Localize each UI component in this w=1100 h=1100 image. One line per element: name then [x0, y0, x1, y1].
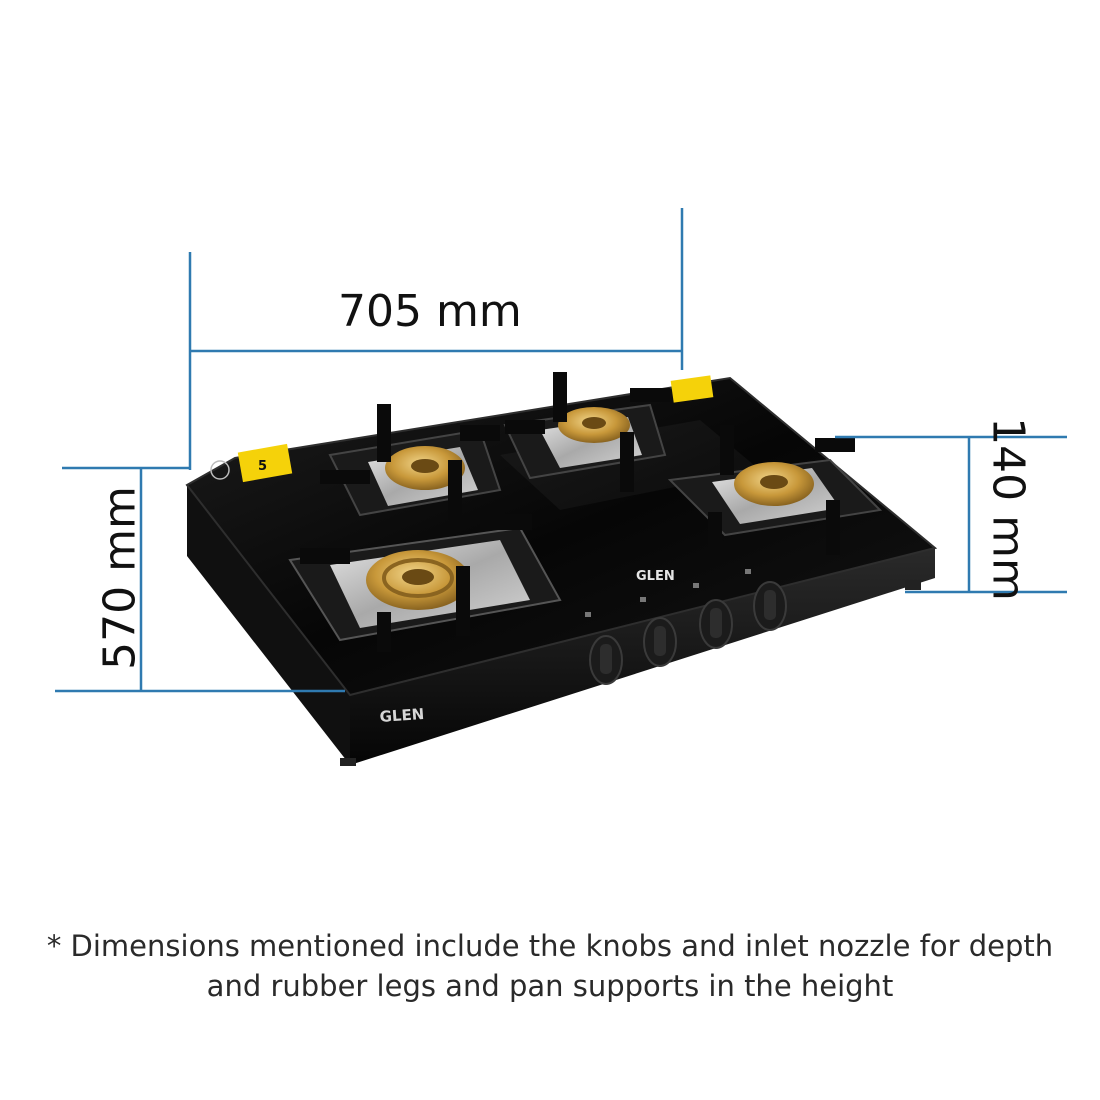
pan-support [448, 460, 462, 520]
burner-back-middle [503, 372, 670, 492]
pan-support [320, 470, 370, 484]
pan-support [505, 420, 545, 434]
burner-front-left [288, 514, 562, 652]
pan-support [620, 432, 634, 492]
cooktop: 5 [185, 372, 938, 766]
dimension-lines [55, 208, 1067, 693]
info-label [670, 375, 714, 403]
pan-support [377, 404, 391, 462]
pan-support [480, 514, 532, 530]
footnote-line-1: * Dimensions mentioned include the knobs… [46, 929, 1054, 963]
pan-support [553, 372, 567, 422]
rubber-foot [905, 580, 921, 590]
control-knob-3[interactable] [699, 599, 733, 649]
pan-support [377, 612, 391, 652]
burner-hole [582, 417, 606, 429]
brand-logo-front: GLEN [379, 705, 425, 726]
height-dimension-label: 140 mm [982, 417, 1034, 601]
knob-marker [745, 569, 751, 574]
control-knob-2[interactable] [643, 617, 677, 667]
burner-hole [402, 569, 434, 585]
burner-hole [760, 475, 788, 489]
pan-support [460, 425, 500, 441]
safety-sticker [237, 443, 293, 483]
knob-marker [693, 583, 699, 588]
pan-support [630, 388, 670, 402]
pan-support [456, 566, 470, 636]
pan-support [708, 512, 722, 560]
rubber-foot [340, 758, 356, 766]
front-panel [350, 548, 935, 765]
control-knob-4[interactable] [753, 581, 787, 631]
safety-sticker-number: 5 [258, 459, 267, 474]
pan-support [720, 425, 734, 475]
dimensions-footnote: * Dimensions mentioned include the knobs… [0, 926, 1100, 1006]
width-dimension-label: 705 mm [338, 286, 522, 337]
depth-dimension-label: 570 mm [94, 486, 146, 670]
brand-logo-top: GLEN [636, 569, 675, 584]
footnote-line-2: and rubber legs and pan supports in the … [206, 969, 894, 1003]
pan-support [815, 438, 855, 452]
pan-support [826, 500, 840, 555]
pan-support [300, 548, 350, 564]
knob-marker [585, 612, 591, 617]
front-panel [187, 485, 350, 765]
knob-marker [640, 597, 646, 602]
burner-ring [382, 558, 454, 598]
burner-hole [411, 459, 439, 473]
burner-front-right [667, 425, 883, 560]
burner-back-left [320, 404, 502, 520]
certification-mark [210, 460, 230, 480]
control-knob-1[interactable] [589, 635, 623, 685]
